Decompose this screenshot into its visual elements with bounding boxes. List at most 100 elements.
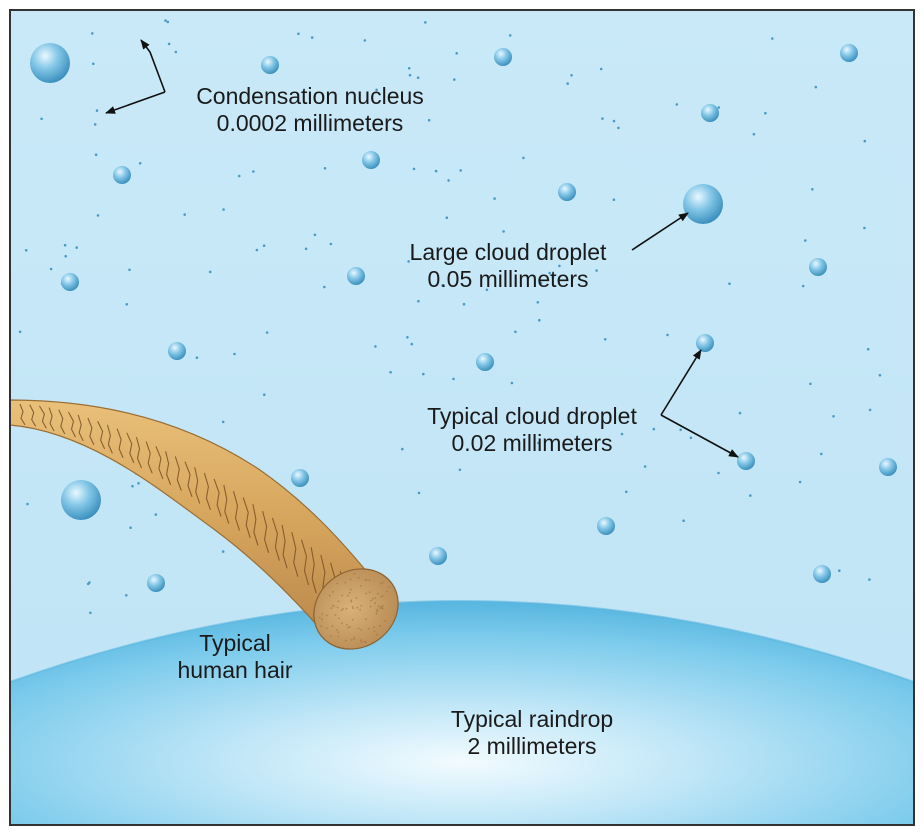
- hair-speckle: [360, 584, 362, 587]
- hair-crack: [271, 517, 280, 561]
- condensation-nucleus-dot: [167, 42, 171, 46]
- condensation-nucleus-dot: [252, 170, 255, 173]
- condensation-nucleus-dot: [89, 611, 92, 615]
- condensation-nucleus-dot: [323, 285, 326, 289]
- hair-speckle: [344, 581, 347, 584]
- condensation-nucleus-dot: [304, 247, 308, 251]
- hair-speckle: [321, 613, 324, 616]
- condensation-nucleus-dot: [129, 526, 132, 529]
- hair-crack: [155, 446, 164, 480]
- condensation-nucleus-dot: [417, 491, 421, 495]
- condensation-nucleus-dot: [389, 370, 392, 374]
- condensation-nucleus-dot: [749, 494, 752, 497]
- hair-speckle: [320, 625, 323, 628]
- hair-speckle: [337, 631, 340, 634]
- condensation-nucleus-dot: [738, 411, 742, 415]
- condensation-nucleus-dot: [508, 34, 512, 37]
- condensation-nucleus-dot: [406, 336, 409, 339]
- condensation-nucleus-dot: [868, 578, 871, 581]
- condensation-nucleus-dot: [417, 299, 420, 303]
- hair-speckle: [370, 599, 372, 602]
- condensation-nucleus-dot: [265, 331, 269, 334]
- condensation-nucleus-dot: [323, 167, 327, 170]
- condensation-nucleus-dot: [154, 513, 158, 516]
- condensation-nucleus-dot: [612, 198, 616, 201]
- hair-speckle: [385, 590, 388, 593]
- condensation-nucleus-dot: [548, 271, 551, 275]
- hair-speckle: [330, 635, 332, 637]
- hair-speckle: [346, 624, 348, 626]
- condensation-nucleus-dot: [537, 441, 540, 445]
- hair-speckle: [353, 638, 355, 640]
- condensation-nucleus-dot: [536, 301, 540, 304]
- hair-crack: [135, 436, 143, 469]
- condensation-nucleus-dot: [93, 123, 97, 126]
- hair-speckle: [332, 604, 334, 607]
- hair-speckle: [360, 641, 363, 643]
- hair-speckle: [376, 633, 378, 636]
- condensation-nucleus-dot: [237, 174, 241, 178]
- condensation-nucleus-dot: [408, 73, 412, 77]
- arrow-large-droplet: [631, 212, 689, 251]
- hair-speckle: [335, 629, 338, 631]
- hair-speckle: [328, 594, 331, 597]
- hair-speckle: [349, 588, 352, 591]
- hair-speckle: [380, 595, 383, 598]
- human-hair-line1: Typical: [199, 630, 271, 656]
- cloud-droplet: [147, 574, 165, 592]
- hair-crack: [262, 510, 270, 553]
- hair-speckle: [330, 607, 333, 610]
- condensation-nucleus-dot: [643, 465, 647, 468]
- hair-speckle: [349, 578, 352, 581]
- condensation-nucleus-dot: [866, 347, 870, 351]
- condensation-nucleus-dot: [863, 226, 866, 230]
- hair-crack: [184, 461, 193, 497]
- condensation-nucleus-dot: [539, 281, 543, 285]
- condensation-nucleus-dot: [94, 153, 98, 156]
- hair-crack: [213, 478, 222, 517]
- hair-speckle: [332, 591, 334, 593]
- condensation-nucleus-dot: [814, 85, 818, 89]
- condensation-nucleus-dot: [455, 52, 459, 55]
- condensation-nucleus-dot: [195, 356, 199, 360]
- cloud-droplet: [701, 104, 719, 122]
- hair-speckle: [365, 618, 367, 621]
- hair-speckle: [373, 630, 376, 633]
- condensation-nucleus-dot: [551, 275, 555, 279]
- hair-speckle: [374, 602, 376, 604]
- hair-speckle: [380, 605, 383, 608]
- hair-crack: [232, 491, 241, 531]
- hair-speckle: [350, 639, 353, 641]
- condensation-nucleus-dot: [86, 582, 90, 586]
- hair-crack: [300, 539, 310, 586]
- hair-speckle: [334, 614, 337, 616]
- hair-speckle: [352, 607, 354, 609]
- hair-crack: [165, 451, 172, 485]
- cloud-droplet: [61, 480, 101, 520]
- cloud-droplet: [558, 183, 576, 201]
- hair-speckle: [360, 639, 362, 642]
- cloud-droplet: [809, 258, 827, 276]
- hair-speckle: [377, 592, 379, 595]
- condensation-nucleus-dot: [24, 249, 28, 252]
- condensation-nucleus-name: Condensation nucleus: [196, 83, 424, 109]
- condensation-nucleus-dot: [493, 197, 496, 200]
- hair-crack: [174, 456, 182, 491]
- condensation-nucleus-dot: [96, 214, 100, 217]
- condensation-nucleus-dot: [164, 19, 167, 22]
- hair-speckle: [357, 576, 360, 579]
- condensation-nucleus-dot: [445, 216, 449, 219]
- cloud-droplet: [494, 48, 512, 66]
- condensation-nucleus-dot: [863, 139, 867, 143]
- hair-crack: [194, 467, 201, 504]
- hair-speckle: [380, 582, 382, 585]
- hair-speckle: [345, 607, 348, 610]
- condensation-nucleus-dot: [183, 213, 186, 216]
- condensation-nucleus-dot: [313, 233, 317, 237]
- hair-speckle: [337, 600, 340, 603]
- hair-speckle: [347, 594, 349, 597]
- hair-speckle: [331, 625, 334, 628]
- hair-speckle: [364, 641, 367, 643]
- hair-speckle: [341, 594, 344, 597]
